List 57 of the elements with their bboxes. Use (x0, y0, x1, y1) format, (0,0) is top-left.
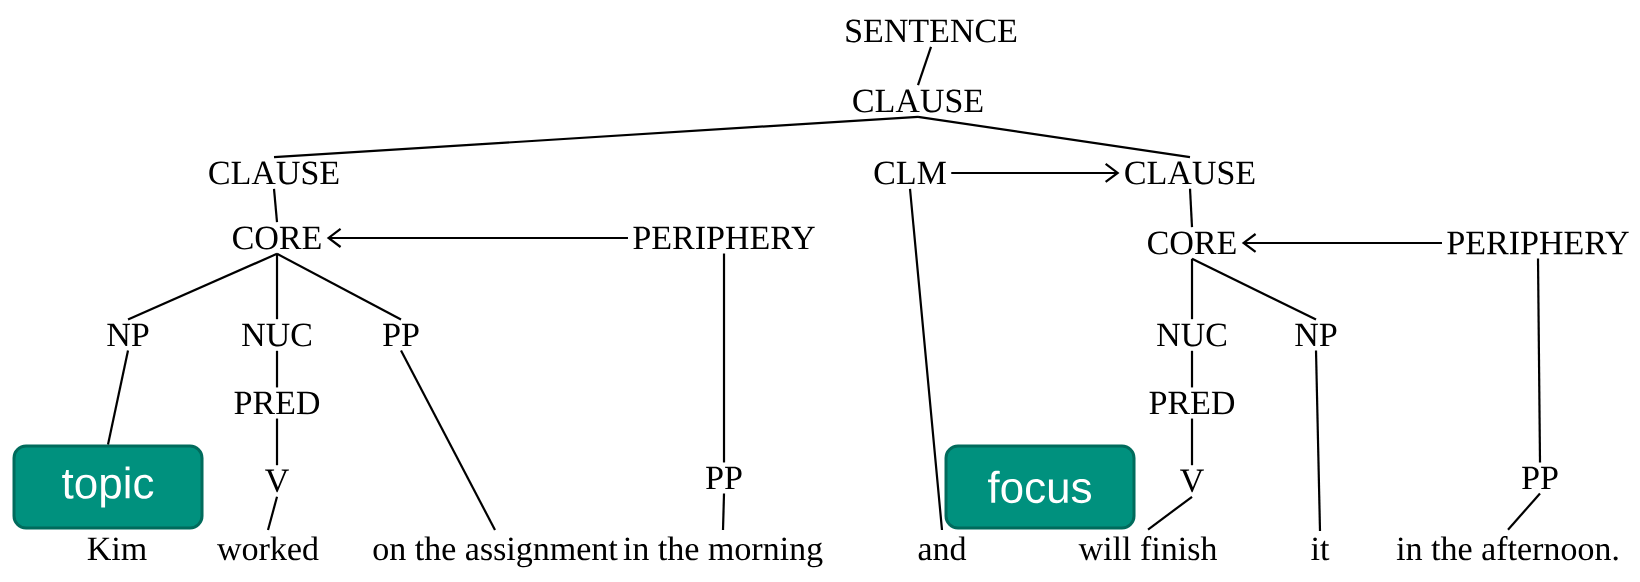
sentence-word: on the assignment (373, 536, 618, 568)
tree-line (106, 350, 130, 445)
category-label: NP (1295, 323, 1337, 347)
tree-line (1191, 257, 1317, 321)
category-label: NP (107, 323, 149, 347)
sentence-word: worked (217, 536, 319, 561)
category-label: CLAUSE (209, 161, 339, 185)
tree-line (400, 350, 496, 531)
tree-line (1190, 258, 1194, 320)
category-label: NUC (242, 323, 311, 347)
tag-badge: focus (944, 444, 1136, 530)
tree-line (1314, 350, 1322, 532)
category-label: PP (706, 466, 742, 490)
tree-line (1190, 418, 1194, 466)
tree-line (266, 496, 279, 531)
sentence-word: in the morning (623, 536, 823, 568)
tree-line (275, 350, 279, 388)
tag-badge: topic (12, 444, 204, 530)
tree-line (722, 253, 726, 463)
category-label: SENTENCE (846, 19, 1017, 43)
category-label: PERIPHERY (633, 226, 815, 250)
arrow (951, 163, 1120, 183)
category-label: NUC (1157, 323, 1226, 347)
category-label: PERIPHERY (1447, 231, 1629, 255)
sentence-word: will finish (1078, 536, 1217, 561)
tree-line (1188, 188, 1194, 228)
tree-line (721, 493, 726, 531)
tree-line (1507, 492, 1541, 531)
category-label: PRED (1149, 391, 1235, 415)
arrow (1241, 233, 1442, 253)
category-label: CORE (233, 226, 321, 250)
tree-line (272, 188, 279, 223)
tree-line (275, 253, 279, 320)
tree-line (1147, 495, 1193, 531)
category-label: V (1180, 469, 1204, 493)
category-label: CLAUSE (853, 89, 983, 113)
category-label: V (265, 469, 289, 493)
category-label: PP (383, 323, 419, 347)
tree-line (275, 418, 279, 466)
tree-line (916, 46, 933, 86)
category-label: PP (1522, 466, 1558, 490)
arrow (326, 228, 628, 248)
category-label: PRED (234, 391, 320, 415)
category-label: CORE (1148, 231, 1236, 255)
tree-line (1536, 258, 1542, 463)
category-label: CLM (874, 161, 946, 185)
sentence-word: it (1311, 537, 1330, 561)
tree-line (276, 252, 402, 321)
sentence-word: and (918, 536, 967, 561)
tree-line (273, 115, 919, 159)
tree-line (1190, 350, 1194, 388)
category-label: CLAUSE (1125, 161, 1255, 185)
sentence-word: Kim (87, 537, 147, 560)
tree-line (917, 115, 1191, 159)
sentence-word: in the afternoon. (1396, 536, 1618, 561)
tree-line (908, 188, 944, 531)
tree-line (127, 252, 278, 321)
